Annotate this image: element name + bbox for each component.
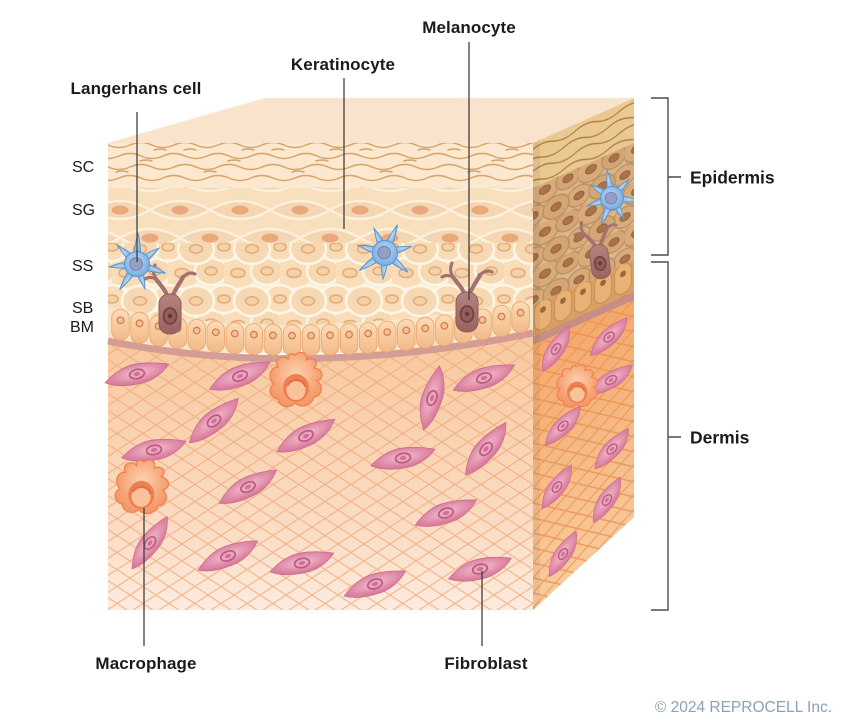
basement-membrane-side <box>533 292 634 345</box>
copyright-text: © 2024 REPROCELL Inc. <box>654 699 832 716</box>
label-epidermis: Epidermis <box>690 167 775 188</box>
basal-cell <box>339 323 359 355</box>
label-langerhans-cell: Langerhans cell <box>70 79 202 98</box>
annotations <box>136 42 681 646</box>
label-keratinocyte: Keratinocyte <box>290 55 396 74</box>
stratum-basale-side <box>533 260 634 337</box>
macrophage-cell <box>269 351 324 408</box>
label-fibroblast: Fibroblast <box>444 654 528 673</box>
label-melanocyte: Melanocyte <box>422 18 516 37</box>
basal-cell <box>416 316 435 349</box>
label-dermis: Dermis <box>690 427 750 448</box>
basal-cell <box>282 324 302 357</box>
label-layer-sb: SB <box>72 300 94 317</box>
stratum-corneum-side <box>533 98 634 188</box>
stratum-spinosum-front <box>108 243 533 325</box>
stratum-corneum-front <box>108 143 533 188</box>
basal-cell <box>320 323 340 356</box>
label-layer-bm: BM <box>70 319 94 336</box>
basal-cell <box>301 324 321 357</box>
basal-cell <box>244 323 264 356</box>
stratum-granulosum-front <box>108 188 533 243</box>
macrophage-cell <box>556 364 599 408</box>
basal-cell <box>397 318 416 351</box>
basal-cell <box>511 301 530 334</box>
label-macrophage: Macrophage <box>95 654 197 673</box>
basal-cell <box>187 319 206 351</box>
basal-cell <box>225 322 244 355</box>
basal-cell <box>492 305 511 337</box>
top-face <box>108 98 634 143</box>
stratum-basale-front <box>111 301 530 357</box>
label-layer-sc: SC <box>72 159 95 176</box>
dermis-bracket <box>651 261 681 611</box>
label-layer-ss: SS <box>72 258 94 275</box>
label-layer-sg: SG <box>72 202 96 219</box>
basal-cell <box>378 320 397 353</box>
basal-cell <box>130 311 149 344</box>
epidermis-bracket <box>651 97 681 256</box>
basal-cell <box>206 320 225 353</box>
basal-cell <box>435 314 454 347</box>
basal-cell <box>263 323 283 356</box>
basal-cell <box>111 308 130 341</box>
basal-cell <box>358 322 378 354</box>
